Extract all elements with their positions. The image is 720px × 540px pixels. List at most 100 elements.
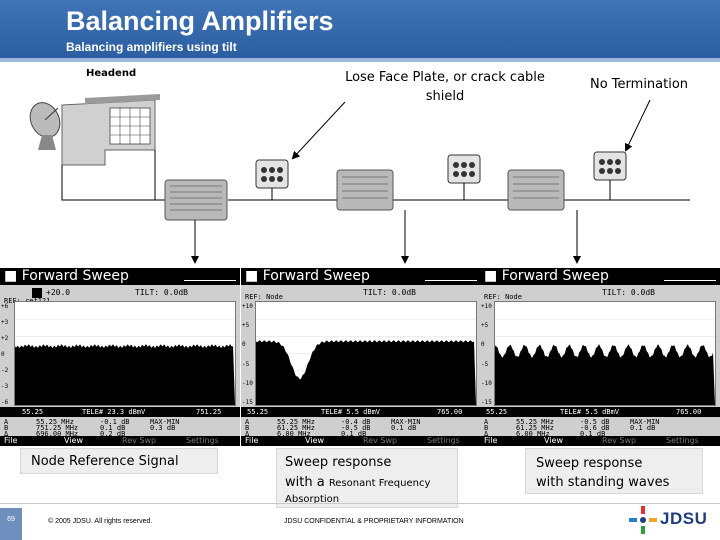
battery-icon [184, 271, 236, 281]
callout-arrow [624, 99, 651, 152]
y-tick-label: -15 [242, 399, 253, 406]
amplifier-icon [336, 169, 394, 211]
marker-cell: MAX-MIN [150, 418, 180, 426]
menu-file[interactable]: File [4, 436, 18, 445]
marker-cell: 696.00 MHz [36, 430, 79, 438]
marker-cell: B [4, 424, 9, 432]
callout-face-plate-line2: shield [425, 89, 465, 104]
y-tick-label: -10 [481, 379, 492, 387]
screen-title: Forward Sweep [21, 268, 129, 284]
tap-icon [447, 154, 481, 200]
tilt-label: TILT: 0.0dB [602, 288, 655, 297]
menu-rev-swp[interactable]: Rev Swp [122, 436, 157, 445]
x-axis-row: 55.25 TELE# 5.5 dBmV 765.00 [480, 407, 720, 417]
menu-file[interactable]: File [484, 436, 498, 445]
x-start: 55.25 [22, 408, 44, 416]
ref-label: REF: Node [245, 293, 283, 301]
y-tick-label: +2 [1, 335, 9, 342]
caption-resonant-absorption: Sweep response with a Resonant Frequency… [276, 448, 458, 508]
screen-ref-bar: +20.0 TILT: 0.0dB REF: ref121 [0, 286, 240, 305]
sweep-trace-plot [14, 301, 236, 406]
x-end: 765.00 [437, 408, 463, 416]
coax-cable [61, 165, 170, 201]
y-tick-label: -3 [1, 383, 9, 390]
ref-value: +20.0 [46, 288, 71, 297]
marker-cell: 0.1 dB [391, 424, 417, 432]
marker-cell: Δ [245, 430, 250, 438]
menu-rev-swp[interactable]: Rev Swp [363, 436, 398, 445]
callout-no-termination: No Termination [590, 77, 689, 92]
menu-view[interactable]: View [64, 436, 83, 445]
x-axis-row: 55.25 TELE# 23.3 dBmV 751.25 [0, 407, 240, 417]
marker-cell: -0.5 dB [580, 418, 610, 426]
x-end: 751.25 [196, 408, 222, 416]
marker-cell: -0.1 dB [100, 418, 130, 426]
marker-cell: 0.1 dB [580, 430, 606, 438]
menu-settings[interactable]: Settings [427, 436, 460, 445]
sweep-trace [15, 344, 235, 405]
x-end: 765.00 [676, 408, 702, 416]
menu-settings[interactable]: Settings [186, 436, 219, 445]
y-tick-label: 0 [242, 341, 246, 349]
marker-cell: 0.1 dB [100, 424, 126, 432]
tap-icon [593, 151, 627, 200]
marker-cell: 0.1 dB [630, 424, 656, 432]
battery-icon [664, 271, 716, 281]
menu-file[interactable]: File [245, 436, 259, 445]
marker-cell: 6.00 MHz [516, 430, 550, 438]
marker-cell: A [4, 418, 9, 426]
y-tick-label: -15 [481, 399, 492, 406]
sweep-trace-plot [494, 301, 716, 406]
jdsu-logo-icon [629, 506, 657, 534]
caption-text: Node Reference Signal [31, 454, 179, 469]
screen-menu-bar: File View Rev Swp Settings [480, 436, 720, 446]
marker-cell: 55.25 MHz [36, 418, 74, 426]
caption-node-reference: Node Reference Signal [20, 448, 218, 474]
network-diagram [29, 94, 690, 264]
marker-cell: B [484, 424, 489, 432]
screen-title: Forward Sweep [262, 268, 370, 284]
marker-table: A 55.25 MHz -0.1 dB MAX-MIN B 751.25 MHz 0.1 d… [0, 418, 240, 438]
tilt-label: TILT: 0.0dB [363, 288, 416, 297]
page-number: 69 [0, 508, 22, 540]
caption-line: Sweep response [536, 456, 643, 471]
caption-line: Sweep response [285, 455, 392, 470]
x-start: 55.25 [486, 408, 508, 416]
screen-title-bar: ■ Forward Sweep [0, 268, 240, 285]
headend-building [61, 94, 160, 166]
marker-cell: 751.25 MHz [36, 424, 79, 432]
folder-icon: ■ [4, 268, 22, 284]
x-telemetry: TELE# 5.5 dBmV [321, 408, 381, 416]
y-tick-label: -10 [242, 379, 253, 387]
y-tick-label: +10 [481, 303, 492, 310]
menu-rev-swp[interactable]: Rev Swp [602, 436, 637, 445]
menu-view[interactable]: View [305, 436, 324, 445]
marker-cell: 55.25 MHz [277, 418, 315, 426]
screen-menu-bar: File View Rev Swp Settings [241, 436, 481, 446]
menu-view[interactable]: View [544, 436, 563, 445]
callout-face-plate: Lose Face Plate, or crack cable shield [320, 68, 570, 106]
marker-cell: MAX-MIN [630, 418, 660, 426]
sweep-trace [256, 340, 476, 405]
marker-cell: 61.25 MHz [277, 424, 315, 432]
menu-settings[interactable]: Settings [666, 436, 699, 445]
marker-cell: 0.3 dB [150, 424, 176, 432]
marker-cell: -0.6 dB [580, 424, 610, 432]
caption-standing-waves: Sweep response with standing waves [525, 448, 703, 494]
screen-title-bar: ■ Forward Sweep [480, 268, 720, 285]
y-tick-label: +6 [1, 303, 9, 310]
marker-cell: 55.25 MHz [516, 418, 554, 426]
footer-divider [0, 503, 720, 504]
marker-cell: 0.1 dB [341, 430, 367, 438]
marker-cell: 0.2 dB [100, 430, 126, 438]
callout-face-plate-line1: Lose Face Plate, or crack cable [345, 70, 545, 85]
y-tick-label: +3 [1, 319, 9, 326]
y-tick-label: -5 [242, 360, 250, 368]
x-telemetry: TELE# 5.5 dBmV [560, 408, 620, 416]
marker-cell: 6.00 MHz [277, 430, 311, 438]
sync-icon [32, 288, 42, 298]
folder-icon: ■ [484, 268, 502, 284]
